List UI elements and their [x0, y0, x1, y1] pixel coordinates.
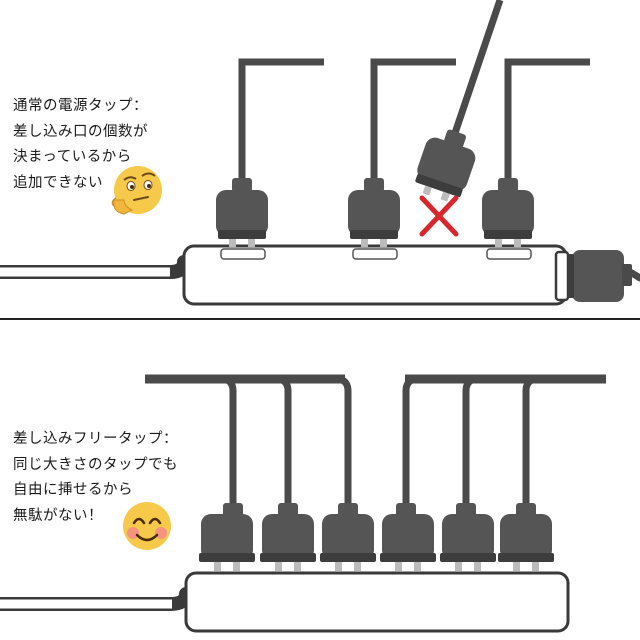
- thinking-face-icon: [111, 166, 162, 215]
- outlet-slot: [352, 248, 398, 260]
- plug-1: [216, 58, 324, 247]
- caption-line: 同じ大きさのタップでも: [13, 456, 178, 473]
- free-plug-2: [260, 503, 316, 571]
- caption-line: 通常の電源タップ：: [13, 98, 148, 114]
- top-caption: 通常の電源タップ： 差し込み口の個数が 決まっているから 追加できない: [13, 94, 148, 196]
- bottom-panel: [0, 374, 606, 633]
- caption-line: 無駄がない！: [13, 507, 103, 524]
- plug-3: [482, 58, 590, 247]
- caption-line: 自由に挿せるから: [13, 482, 133, 498]
- power-strip-free: [184, 571, 570, 633]
- free-plug-1: [199, 503, 255, 571]
- caption-line: 決まっているから: [13, 149, 132, 165]
- bottom-caption: 差し込みフリータップ： 同じ大きさのタップでも 自由に挿せるから 無駄がない！: [13, 427, 178, 529]
- caption-line: 差し込み口の個数が: [13, 123, 148, 140]
- blocked-plug: [415, 0, 504, 202]
- free-plug-5: [440, 503, 496, 571]
- caption-line: 差し込みフリータップ：: [13, 431, 178, 447]
- outlet-slot: [220, 248, 266, 260]
- free-plug-4: [380, 503, 436, 571]
- free-plug-3: [320, 503, 376, 571]
- plug-2: [348, 58, 456, 247]
- cross-mark-icon: [419, 195, 459, 237]
- side-plug: [568, 250, 640, 302]
- strip-end-cap: [554, 250, 570, 302]
- top-panel: [0, 0, 640, 306]
- smiling-face-icon: [123, 502, 171, 550]
- outlet-slot: [486, 248, 532, 260]
- caption-line: 追加できない: [13, 174, 103, 191]
- free-plug-6: [498, 503, 554, 571]
